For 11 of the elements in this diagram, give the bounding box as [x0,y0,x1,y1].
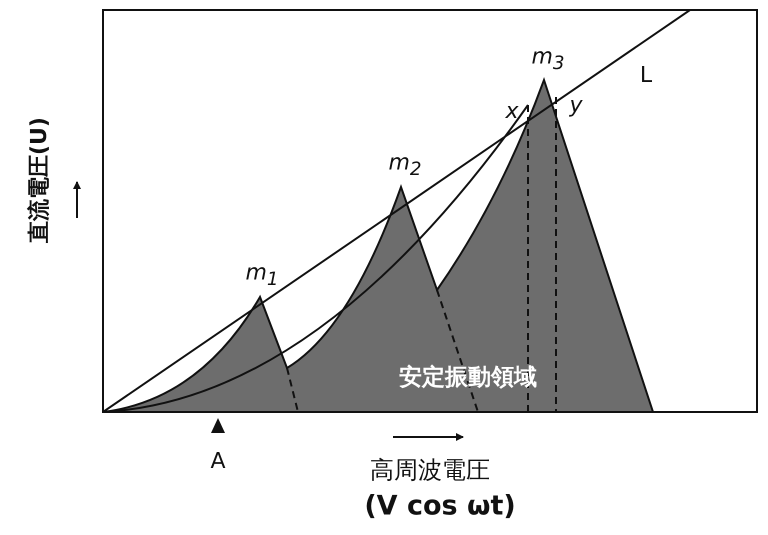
peak-label: m$_{3}$ [531,46,565,74]
marker-label: A [210,451,226,473]
peak-label: m$_{1}$ [245,262,279,290]
peak-label: m$_{2}$ [388,152,422,180]
line-label: L [640,65,652,87]
axis-title: (V cos ωt) [364,492,516,520]
point-label: x [505,101,519,123]
point-label: y [569,95,583,117]
region-label: 安定振動領域 [399,366,537,390]
axis-title: 高周波電圧 [370,458,490,482]
axis-title: 直流電圧(U) [29,117,51,243]
